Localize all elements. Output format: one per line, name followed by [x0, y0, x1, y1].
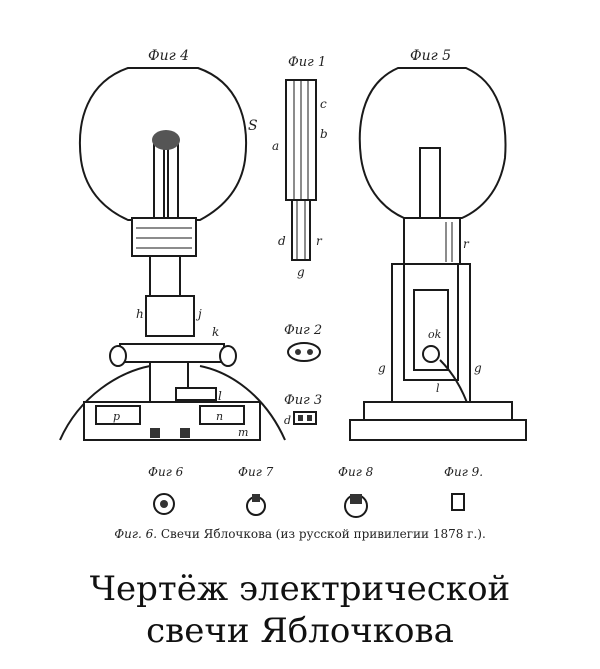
- arc-flame: [152, 130, 180, 150]
- dome-base-outline: [59, 365, 286, 441]
- caption-fig-ref: Фиг. 6.: [114, 527, 158, 541]
- caption-text: Свечи Яблочкова (из русской привилегии 1…: [160, 527, 486, 541]
- fig4-label: Фиг 4: [148, 48, 189, 64]
- fig9-label: Фиг 9.: [444, 465, 483, 479]
- label-l-fig5: l: [436, 382, 440, 395]
- title-line-1: Чертёж электрической: [89, 569, 511, 609]
- candle-tube: [291, 199, 311, 261]
- label-h: h: [136, 307, 144, 321]
- label-ok: ok: [428, 328, 442, 341]
- adjust-hole: [422, 345, 440, 363]
- figure-9: Фиг 9.: [444, 465, 483, 511]
- label-n: n: [216, 410, 223, 423]
- clamp-block: [145, 295, 195, 337]
- fig3-cross-section: [293, 411, 317, 425]
- label-g-fig5-left: g: [378, 361, 386, 375]
- page-title: Чертёж электрической свечи Яблочкова: [0, 568, 600, 652]
- figure-2: Фиг 2: [284, 323, 322, 362]
- label-d-fig3: d: [284, 414, 291, 427]
- glass-globe-fig5: [358, 67, 507, 219]
- terminal-p: [95, 405, 141, 425]
- figure-3: Фиг 3 d: [284, 393, 322, 427]
- base-top-fig5: [363, 401, 513, 421]
- figure-6: Фиг 6: [148, 465, 184, 515]
- left-knob: [109, 345, 127, 367]
- label-r-fig5: r: [463, 237, 470, 251]
- yablochkov-candle-drawing: Фиг 4 S h j k l: [59, 48, 527, 518]
- terminal-n: [199, 405, 245, 425]
- fig2-cross-section: [287, 342, 321, 362]
- label-m: m: [238, 426, 248, 439]
- figure-7: Фиг 7: [238, 465, 274, 516]
- label-g-fig5-right: g: [474, 361, 482, 375]
- label-k: k: [212, 325, 219, 339]
- label-l: l: [218, 389, 222, 403]
- fig2-label: Фиг 2: [284, 323, 322, 338]
- fig9-section: [451, 493, 465, 511]
- right-knob: [219, 345, 237, 367]
- figure-8: Фиг 8: [338, 465, 374, 518]
- figure-1: Фиг 1 c b a d r g: [272, 55, 328, 279]
- label-c: c: [320, 97, 327, 111]
- figure-caption: Фиг. 6. Свечи Яблочкова (из русской прив…: [0, 527, 600, 541]
- label-r-fig1: r: [316, 234, 323, 248]
- holder-stem: [149, 255, 181, 297]
- label-g-fig1: g: [297, 265, 305, 279]
- fig7-label: Фиг 7: [238, 465, 274, 479]
- holder-collar-fig5: [403, 217, 461, 265]
- title-line-2: свечи Яблочкова: [146, 611, 454, 651]
- fig6-label: Фиг 6: [148, 465, 184, 479]
- fig3-label: Фиг 3: [284, 393, 322, 408]
- glass-globe: [78, 67, 248, 221]
- side-screw: [175, 387, 217, 401]
- label-b: b: [320, 127, 328, 141]
- label-j: j: [195, 307, 202, 321]
- fig1-label: Фиг 1: [288, 55, 326, 70]
- candle-rod-fig5: [419, 147, 441, 221]
- base-bottom-fig5: [349, 419, 527, 441]
- fork-frame: [391, 263, 471, 402]
- figure-5: Фиг 5 r ok g g l: [349, 48, 527, 441]
- fig8-label: Фиг 8: [338, 465, 374, 479]
- cross-bar: [119, 343, 225, 363]
- label-a: a: [272, 139, 279, 153]
- label-p: p: [113, 410, 120, 423]
- fig5-label: Фиг 5: [410, 48, 451, 64]
- candle-holder-collar: [131, 217, 197, 257]
- label-s: S: [248, 118, 258, 134]
- figure-4: Фиг 4 S h j k l: [59, 48, 286, 441]
- label-d: d: [278, 234, 286, 248]
